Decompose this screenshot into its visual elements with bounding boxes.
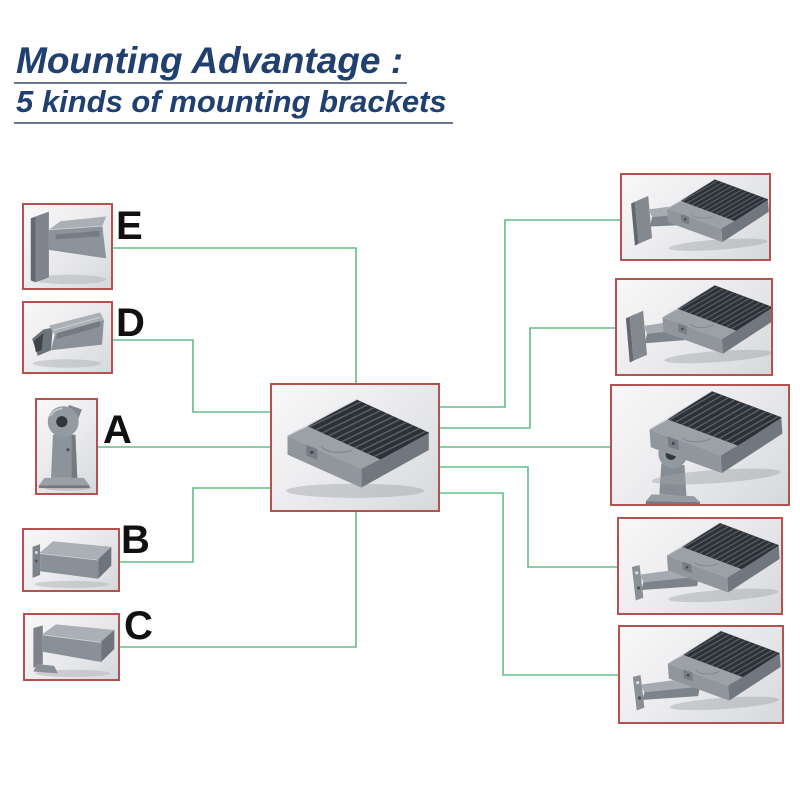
bracket-label-d: D [116, 301, 145, 345]
connector-fixture-to-result-1 [440, 219, 620, 408]
bracket-photo-d [22, 301, 113, 374]
title-line-1: Mounting Advantage : [14, 40, 408, 85]
straight-arm-bracket-image [32, 541, 112, 588]
knuckle-mount-bracket-image [38, 404, 92, 491]
result-photo-3 [610, 384, 790, 506]
bracket-photo-e [22, 203, 113, 290]
connector-c-to-fixture [120, 512, 357, 648]
connector-e-to-fixture [113, 247, 357, 383]
result-photo-2 [615, 278, 773, 376]
center-fixture-photo [270, 383, 440, 512]
bracket-label-b: B [121, 518, 150, 562]
fixture-with-angled-bracket-image [625, 280, 771, 367]
fixture-with-knuckle-mount-image [645, 386, 787, 504]
result-photo-1 [620, 173, 771, 261]
bracket-label-c: C [124, 604, 153, 648]
bracket-label-e: E [116, 204, 143, 248]
title-line-2: 5 kinds of mounting brackets [14, 84, 453, 125]
angled-mount-bracket-image [32, 312, 104, 368]
title-block: Mounting Advantage : 5 kinds of mounting… [14, 40, 453, 125]
result-photo-5 [618, 625, 784, 724]
bracket-photo-c [23, 613, 120, 681]
connector-fixture-to-result-2 [440, 327, 615, 429]
bracket-photo-b [22, 528, 120, 592]
bracket-photo-a [35, 398, 98, 495]
wall-mount-bracket-image [30, 211, 107, 285]
result-photo-4 [617, 517, 783, 615]
fixture-with-straight-arm-image [631, 519, 781, 606]
connector-d-to-fixture [113, 339, 270, 413]
connector-fixture-to-result-5 [440, 492, 618, 676]
bracket-label-a: A [103, 408, 132, 452]
arm-bracket-with-foot-image [33, 624, 115, 677]
connector-fixture-to-result-4 [440, 466, 617, 568]
fixture-with-arm-foot-bracket-image [632, 627, 782, 714]
shoebox-light-fixture-image [285, 399, 430, 499]
fixture-with-wall-bracket-image [631, 175, 769, 254]
